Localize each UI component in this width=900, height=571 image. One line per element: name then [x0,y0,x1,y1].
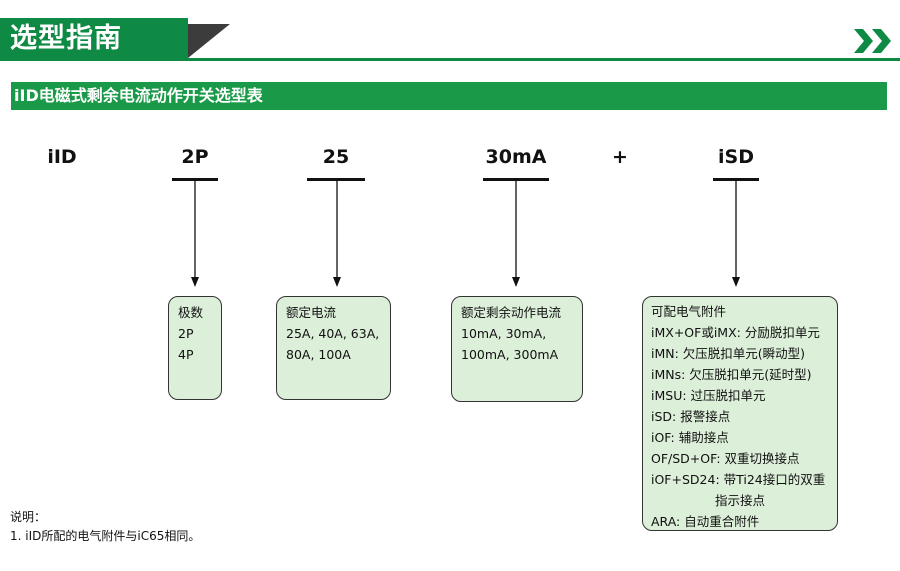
box-line: iMSU: 过压脱扣单元 [651,388,766,403]
double-chevron-right-icon [854,29,891,53]
poles-box: 极数 2P 4P [168,296,222,400]
box-line: iSD: 报警接点 [651,409,731,424]
notes: 说明： 1. iID所配的电气附件与iC65相同。 [10,508,200,546]
box-line: iOF+SD24: 带Ti24接口的双重 [651,472,826,487]
box-title: 极数 [178,305,204,320]
box-title: 额定电流 [286,305,337,320]
box-line: iMN: 欠压脱扣单元(瞬动型) [651,346,806,361]
box-title: 可配电气附件 [651,304,727,319]
code-sensitivity: 30mA [485,146,547,168]
box-line: 10mA, 30mA, [461,326,547,341]
code-plus: + [612,146,628,168]
code-current-underline [307,178,365,181]
box-line: 4P [178,347,194,362]
page-title: 选型指南 [10,23,122,54]
arrow-down-icon [333,179,341,287]
current-box: 额定电流 25A, 40A, 63A, 80A, 100A [276,296,391,400]
box-line: 2P [178,326,194,341]
arrow-down-icon [512,179,520,287]
header-slant-decoration [188,24,230,58]
code-current: 25 [322,146,350,168]
header-banner [0,18,188,58]
arrow-down-icon [191,179,199,287]
section-title: iID电磁式剩余电流动作开关选型表 [14,86,263,105]
box-line: iMNs: 欠压脱扣单元(延时型) [651,367,812,382]
code-accessory: iSD [718,146,754,168]
box-line: 80A, 100A [286,347,351,362]
code-product: iID [47,146,77,168]
box-line: 100mA, 300mA [461,347,559,362]
code-poles: 2P [181,146,209,168]
arrow-down-icon [732,179,740,287]
box-line: 25A, 40A, 63A, [286,326,380,341]
header-rule [0,58,900,61]
box-line: 指示接点 [714,493,765,508]
box-line: OF/SD+OF: 双重切换接点 [651,451,800,466]
box-line: ARA: 自动重合附件 [651,514,760,529]
notes-label: 说明： [10,510,47,524]
accessory-box: 可配电气附件 iMX+OF或iMX: 分励脱扣单元 iMN: 欠压脱扣单元(瞬动… [642,296,838,531]
box-line: iOF: 辅助接点 [651,430,729,445]
note-item: 1. iID所配的电气附件与iC65相同。 [10,529,201,543]
sensitivity-box: 额定剩余动作电流 10mA, 30mA, 100mA, 300mA [451,296,583,402]
section-bar [11,82,887,110]
box-title: 额定剩余动作电流 [461,305,562,320]
box-line: iMX+OF或iMX: 分励脱扣单元 [651,325,820,340]
